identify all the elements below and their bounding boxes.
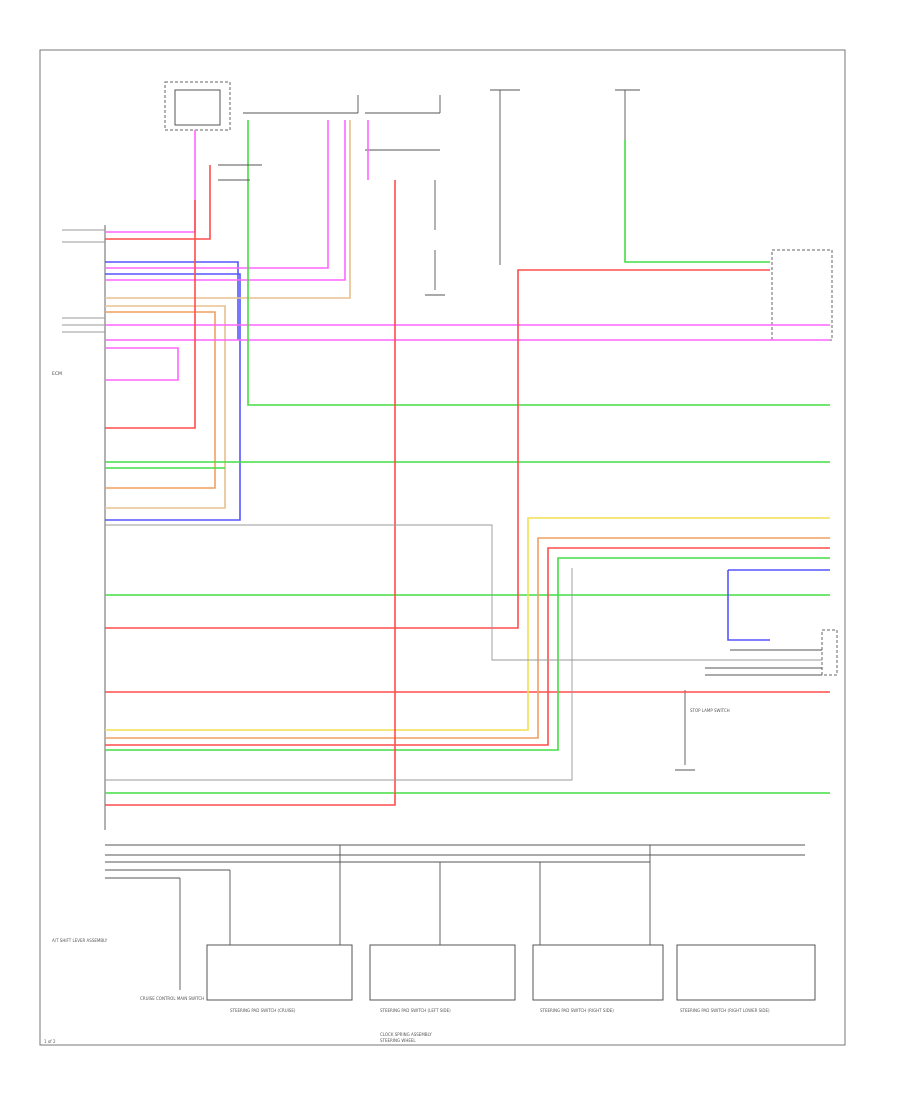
diagram-frame xyxy=(39,49,846,1046)
wire-green xyxy=(105,557,830,751)
steering-switch-box-4 xyxy=(676,944,816,1001)
wire-green xyxy=(624,140,770,263)
left-label: A/T SHIFT LEVER ASSEMBLY xyxy=(52,938,108,943)
bottom-label-2: STEERING WHEEL xyxy=(380,1038,416,1043)
wire-blue xyxy=(105,273,241,521)
wire-blue xyxy=(105,261,239,340)
bottom-label-1: CLOCK SPRING ASSEMBLY xyxy=(380,1032,432,1037)
wire-green xyxy=(247,120,830,406)
switch-label-4: STEERING PAD SWITCH (RIGHT LOWER SIDE) xyxy=(680,1008,770,1013)
wire-tan xyxy=(105,120,351,299)
steering-switch-box-1 xyxy=(206,944,353,1001)
top-component-a-outline xyxy=(164,81,231,131)
top-component-a xyxy=(174,89,221,126)
switch-label-3: STEERING PAD SWITCH (RIGHT SIDE) xyxy=(540,1008,614,1013)
switch-label-1: STEERING PAD SWITCH (CRUISE) xyxy=(230,1008,296,1013)
right-connector-b xyxy=(821,629,838,676)
left-bottom-label: CRUISE CONTROL MAIN SWITCH xyxy=(140,996,204,1001)
steering-switch-box-3 xyxy=(532,944,664,1001)
wire-pink xyxy=(105,130,196,233)
switch-label-2: STEERING PAD SWITCH (LEFT SIDE) xyxy=(380,1008,451,1013)
steering-switch-box-2 xyxy=(369,944,516,1001)
thin-wire-group xyxy=(105,164,822,781)
wire-blue xyxy=(727,570,770,641)
wire-orange xyxy=(105,311,216,489)
relay-label: STOP LAMP SWITCH xyxy=(690,708,730,713)
wire-orange xyxy=(105,537,830,739)
module-label: ECM xyxy=(52,371,62,377)
wire-gray xyxy=(105,568,573,781)
wire-tan xyxy=(105,305,226,509)
wire-yellow xyxy=(105,517,830,731)
page-ref: 1 of 2 xyxy=(44,1039,56,1044)
right-connector-a xyxy=(771,249,833,341)
wire-red xyxy=(105,269,770,629)
wire-red xyxy=(105,200,196,429)
wire-pink xyxy=(105,120,346,281)
wire-red xyxy=(105,165,211,240)
wire-gray xyxy=(105,524,822,661)
wire-red xyxy=(105,180,396,806)
wire-pink xyxy=(105,347,179,381)
bottom-bus-group xyxy=(105,844,805,990)
wire-red xyxy=(105,547,830,746)
wire-group xyxy=(105,120,830,806)
wire-pink xyxy=(105,120,329,269)
